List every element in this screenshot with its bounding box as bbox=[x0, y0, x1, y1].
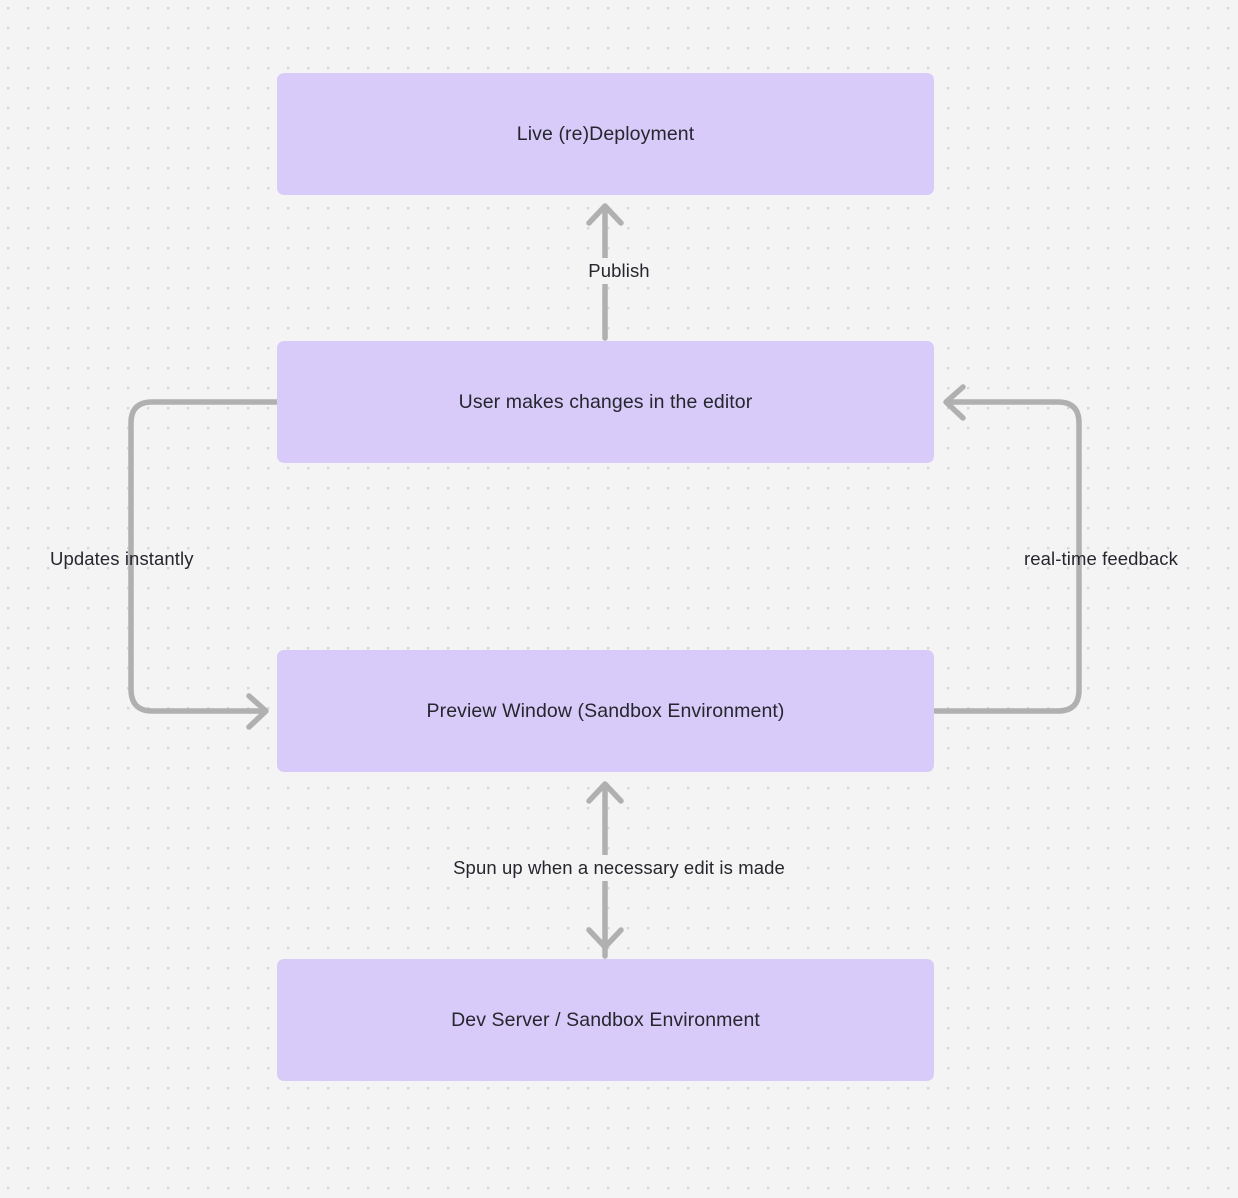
arrowhead-up-publish bbox=[586, 203, 624, 226]
node-user-makes-changes[interactable]: User makes changes in the editor bbox=[277, 341, 934, 463]
node-live-redeployment[interactable]: Live (re)Deployment bbox=[277, 73, 934, 195]
arrowhead-right-updates bbox=[246, 693, 269, 730]
edge-label-updates-instantly: Updates instantly bbox=[50, 548, 194, 569]
node-live-redeployment-label: Live (re)Deployment bbox=[516, 122, 695, 145]
node-preview-window[interactable]: Preview Window (Sandbox Environment) bbox=[277, 650, 934, 772]
edge-label-real-time-feedback: real-time feedback bbox=[1024, 548, 1178, 569]
node-dev-server-label: Dev Server / Sandbox Environment bbox=[451, 1008, 760, 1031]
edge-label-publish: Publish bbox=[582, 258, 656, 285]
edge-label-spun-up: Spun up when a necessary edit is made bbox=[447, 855, 791, 882]
arrowhead-down-spun-up bbox=[586, 927, 624, 950]
arrowhead-left-feedback bbox=[943, 384, 966, 421]
node-preview-window-label: Preview Window (Sandbox Environment) bbox=[426, 699, 785, 722]
arrowhead-up-spun-up bbox=[586, 781, 624, 804]
node-user-makes-changes-label: User makes changes in the editor bbox=[458, 390, 753, 413]
node-dev-server[interactable]: Dev Server / Sandbox Environment bbox=[277, 959, 934, 1081]
